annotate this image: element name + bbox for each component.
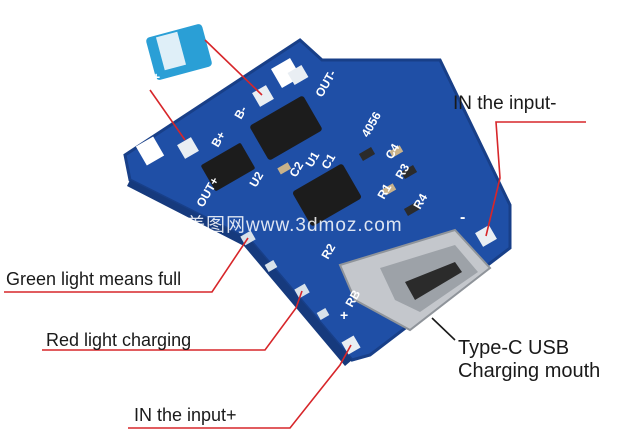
callout-typec: Type-C USB Charging mouth bbox=[458, 337, 600, 383]
silk-r3: R3 bbox=[392, 161, 412, 182]
usb-c-connector bbox=[338, 228, 492, 332]
callout-green-led: Green light means full bbox=[6, 269, 182, 289]
callout-in-minus: IN the input- bbox=[453, 93, 557, 114]
callout-typec-line1: Type-C USB bbox=[458, 337, 570, 359]
callout-line-in-minus bbox=[485, 121, 586, 237]
silk-c1: C1 bbox=[318, 151, 338, 172]
callout-line-red bbox=[42, 290, 303, 351]
chip-mosfet bbox=[201, 143, 255, 191]
chip-protection bbox=[250, 96, 322, 160]
callout-in-plus: IN the input+ bbox=[134, 405, 237, 425]
callout-line-in-plus bbox=[128, 344, 352, 429]
watermark: 美图网www.3dmoz.com bbox=[186, 215, 403, 236]
pad-out-minus bbox=[287, 64, 309, 86]
silk-c4: C4 bbox=[382, 141, 402, 162]
silk-u2: U2 bbox=[246, 169, 266, 190]
callout-line-green bbox=[4, 237, 249, 293]
callout-line-typec bbox=[431, 317, 456, 341]
pcb-board-edge bbox=[127, 180, 352, 366]
silk-u1: U1 bbox=[302, 149, 322, 170]
silk-r1: R1 bbox=[374, 181, 394, 202]
silk-r4: R4 bbox=[410, 191, 430, 212]
silk-c2: C2 bbox=[286, 159, 306, 180]
battery-plus-label: + bbox=[152, 69, 160, 85]
silk-r2: R2 bbox=[318, 241, 338, 262]
callout-red-led: Red light charging bbox=[46, 330, 192, 350]
silk-pad-minus: - bbox=[460, 209, 465, 226]
pad-b-plus bbox=[177, 137, 199, 159]
silk-b-minus: B- bbox=[231, 104, 249, 122]
battery bbox=[146, 24, 212, 80]
silk-pad-plus: + bbox=[340, 307, 348, 323]
chip-charger bbox=[292, 164, 362, 226]
silk-b-plus: B+ bbox=[208, 129, 228, 150]
callout-typec-line2: Charging mouth bbox=[458, 360, 601, 382]
